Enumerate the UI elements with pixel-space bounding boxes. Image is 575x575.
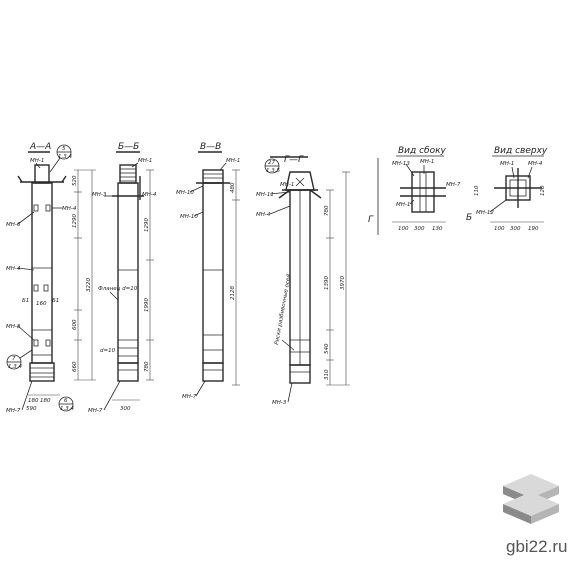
svg-text:МН-1: МН-1 [396,202,410,208]
svg-text:7: 7 [12,356,16,362]
svg-text:780: 780 [324,205,330,216]
svg-text:МН-4: МН-4 [256,212,271,218]
svg-text:МН-11: МН-11 [256,192,274,198]
svg-text:180: 180 [28,398,39,404]
svg-text:1.3.4: 1.3.4 [58,154,72,160]
watermark-text: gbi22.ru [506,537,567,556]
view-top-title: Вид сверху [494,146,548,156]
svg-text:1290: 1290 [144,218,150,232]
svg-text:520: 520 [72,175,78,186]
svg-text:МН-1: МН-1 [280,182,294,188]
svg-text:300: 300 [510,226,521,232]
view-side-title: Вид сбоку [398,146,447,156]
svg-text:660: 660 [72,361,78,372]
view-aa-title: А—А [29,142,51,152]
column-body-aa [31,182,53,364]
svg-text:300: 300 [120,406,131,412]
svg-text:Фланец d=10: Фланец d=10 [98,286,138,292]
svg-text:600: 600 [72,319,78,330]
svg-text:МН-7: МН-7 [88,408,103,414]
view-gg: Г—Г 27 1.3.5 МН-1 МН-11 МН-4 МН-3 Риски … [256,155,350,406]
svg-text:МН-1: МН-1 [138,158,152,164]
view-vv-title: В—В [200,142,221,152]
svg-text:МН-7: МН-7 [6,408,21,414]
svg-text:МН-10: МН-10 [180,214,198,220]
svg-text:1.3.5: 1.3.5 [266,168,280,174]
svg-text:1990: 1990 [144,298,150,312]
svg-text:1.3.4: 1.3.4 [60,406,74,412]
view-bb: Б—Б МН-1 МН-3 МН-4 МН-7 Фланец d=10 d=10… [88,142,157,414]
svg-text:МН-1: МН-1 [420,159,434,165]
svg-text:Б1: Б1 [22,298,29,304]
svg-text:МН-6: МН-6 [6,222,21,228]
svg-text:Г: Г [368,215,374,225]
svg-text:540: 540 [324,343,330,354]
svg-text:МН-4: МН-4 [142,192,157,198]
svg-text:Б: Б [466,213,472,223]
svg-text:6: 6 [64,398,68,404]
svg-text:МН-7: МН-7 [182,394,197,400]
svg-text:Б1: Б1 [52,298,59,304]
svg-text:1390: 1390 [324,276,330,290]
svg-text:110: 110 [474,185,480,196]
svg-text:МН-1: МН-1 [30,158,44,164]
svg-text:МН-13: МН-13 [392,161,410,167]
svg-text:МН-4: МН-4 [6,266,21,272]
svg-text:5: 5 [62,146,66,152]
svg-text:МН-3: МН-3 [272,400,287,406]
svg-text:МН-4: МН-4 [62,206,77,212]
svg-text:100: 100 [494,226,505,232]
svg-text:780: 780 [144,361,150,372]
svg-text:180: 180 [40,398,51,404]
svg-text:МН-1: МН-1 [500,161,514,167]
svg-text:3220: 3220 [86,278,92,292]
svg-text:310: 310 [324,369,330,380]
svg-text:100: 100 [398,226,409,232]
svg-text:МН-4: МН-4 [528,161,543,167]
svg-text:120: 120 [540,185,546,196]
svg-text:190: 190 [528,226,539,232]
svg-text:МН-12: МН-12 [476,210,494,216]
svg-text:480: 480 [230,182,236,193]
view-gg-title: Г—Г [284,155,304,165]
svg-text:590: 590 [26,406,37,412]
svg-text:27: 27 [268,160,275,166]
column-body-bb [117,182,139,364]
view-top: Вид сверху МН-1 МН-4 МН-12 100 300 190 1… [466,146,548,232]
svg-text:МН-8: МН-8 [6,324,21,330]
svg-text:300: 300 [414,226,425,232]
svg-text:3970: 3970 [340,276,346,290]
svg-text:d=10: d=10 [100,348,116,354]
view-bb-title: Б—Б [118,142,139,152]
svg-text:160: 160 [36,301,47,307]
svg-text:130: 130 [432,226,443,232]
svg-text:МН-10: МН-10 [176,190,194,196]
svg-text:2128: 2128 [230,286,236,300]
svg-text:МН-3: МН-3 [92,192,107,198]
column-body-vv [202,182,224,364]
svg-text:МН-7: МН-7 [446,182,461,188]
logo-icon [503,474,559,524]
view-vv: В—В МН-1 МН-10 МН-10 МН-7 480 2128 [176,142,240,400]
svg-text:МН-1: МН-1 [226,158,240,164]
view-aa: А—А 5 1.3.4 МН-1 МН-4 МН-6 МН-4 [6,142,96,414]
view-side: Вид сбоку МН-13 МН-1 МН-1 МН-7 100 300 1… [368,146,461,235]
svg-text:1290: 1290 [72,214,78,228]
svg-text:1.3.4: 1.3.4 [8,364,22,370]
